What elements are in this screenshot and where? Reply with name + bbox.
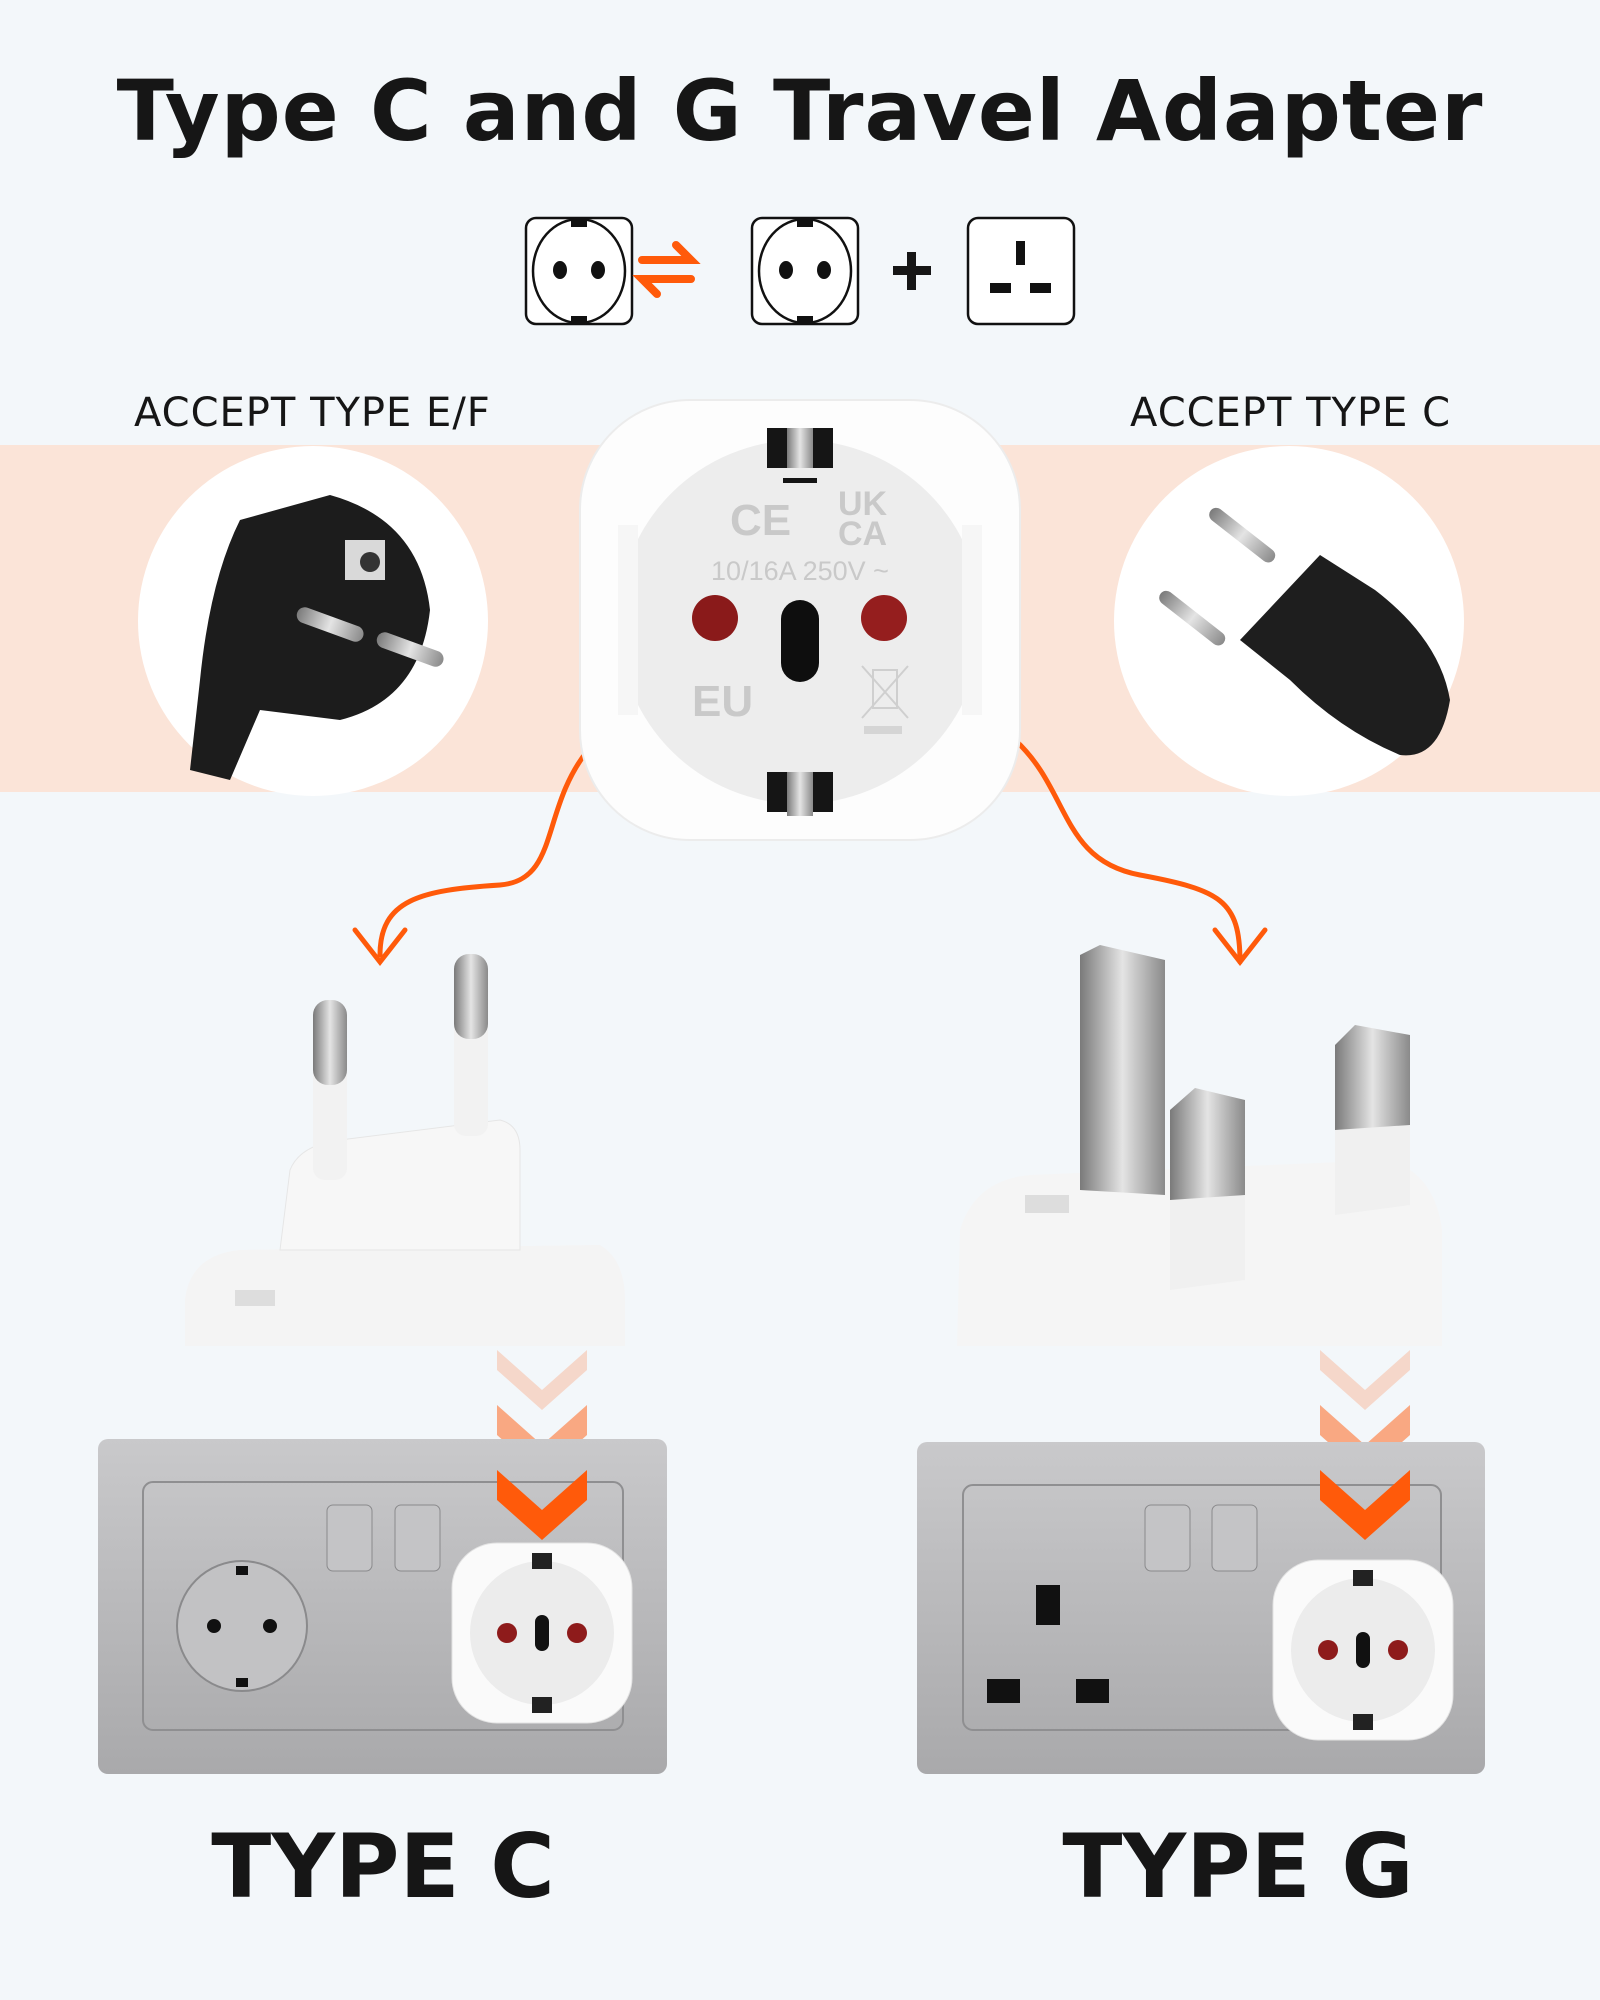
adapter-front-image bbox=[579, 399, 1021, 841]
type-g-wall-socket-image bbox=[917, 1442, 1485, 1774]
arrow-to-type-g bbox=[1012, 737, 1268, 967]
type-c-label: TYPE C bbox=[211, 1815, 555, 1918]
accept-type-ef-label: ACCEPT TYPE E/F bbox=[134, 390, 491, 436]
type-g-socket-icon bbox=[966, 216, 1076, 326]
ce-mark: CE bbox=[730, 496, 791, 545]
type-c-adapter-image bbox=[185, 954, 625, 1346]
type-c-plug-image bbox=[1114, 446, 1464, 796]
type-g-label: TYPE G bbox=[1062, 1815, 1414, 1918]
weee-bin-icon bbox=[861, 665, 909, 734]
type-c-wall-socket-image bbox=[98, 1439, 667, 1774]
bidirectional-arrow-icon bbox=[632, 241, 701, 298]
page-title: Type C and G Travel Adapter bbox=[116, 62, 1484, 160]
type-g-adapter-image bbox=[957, 945, 1442, 1346]
type-ef-socket-icon bbox=[750, 216, 860, 326]
ukca-mark-line1: UK bbox=[838, 485, 888, 523]
plus-icon bbox=[893, 252, 931, 290]
ukca-mark-line2: CA bbox=[838, 515, 887, 553]
type-ef-plug-image bbox=[138, 446, 488, 796]
type-ef-socket-icon bbox=[524, 216, 634, 326]
rating-mark: 10/16A 250V ~ bbox=[711, 556, 889, 586]
arrow-to-type-c bbox=[352, 747, 591, 967]
eu-mark: EU bbox=[692, 677, 753, 726]
accept-type-c-label: ACCEPT TYPE C bbox=[1130, 390, 1451, 436]
